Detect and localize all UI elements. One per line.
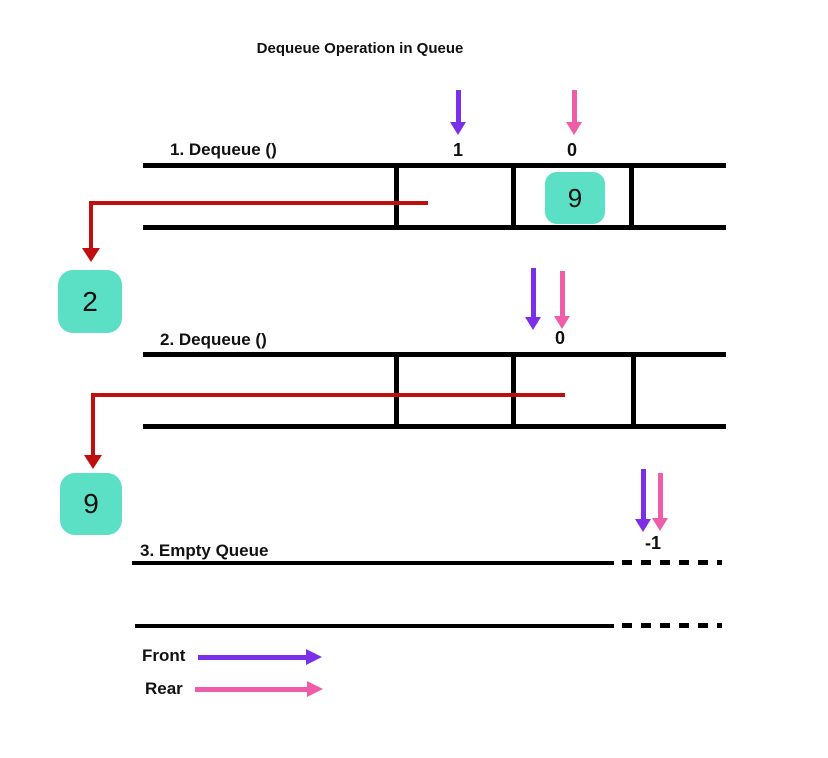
queue2-bottom-line — [143, 424, 726, 429]
legend-front-label: Front — [142, 646, 186, 665]
front-pointer-arrow-down-icon — [635, 469, 651, 532]
queue1-divider — [394, 163, 399, 230]
queue1-top-line — [143, 163, 726, 168]
queue1-divider — [629, 163, 634, 230]
queue2-top-line — [143, 352, 726, 357]
dequeue1-elbow-arrow-icon — [89, 201, 428, 205]
queue2-divider — [394, 352, 399, 429]
queue1-bottom-line — [143, 225, 726, 230]
queue2-divider — [631, 352, 636, 429]
rear-pointer-arrow-down-icon — [566, 90, 582, 135]
empty-queue-top-dashed-line — [622, 560, 722, 565]
diagram-title: Dequeue Operation in Queue — [256, 40, 464, 57]
queue1-divider — [511, 163, 516, 230]
empty-queue-bottom-line — [135, 624, 614, 628]
dequeued-value-chip: 9 — [60, 473, 122, 535]
rear-pointer-arrow-down-icon — [554, 271, 570, 329]
dequeue2-elbow-arrow-icon — [91, 393, 565, 397]
rear-legend-arrow-right-icon — [195, 681, 323, 697]
dequeue1-arrowhead-icon — [82, 248, 100, 262]
front-rear-index-label: 0 — [554, 328, 565, 348]
empty-queue-bottom-dashed-line — [622, 623, 722, 628]
queue2-divider — [511, 352, 516, 429]
front-pointer-arrow-down-icon — [525, 268, 541, 330]
step2-label: 2. Dequeue () — [160, 330, 267, 349]
queue1-cell-value: 9 — [545, 172, 605, 224]
rear-index-label: 0 — [566, 140, 577, 160]
dequeued-value-chip: 2 — [58, 270, 122, 333]
front-legend-arrow-right-icon — [198, 649, 322, 665]
rear-pointer-arrow-down-icon — [652, 473, 668, 531]
step1-label: 1. Dequeue () — [170, 140, 277, 159]
dequeue1-elbow-arrow-icon — [89, 201, 93, 248]
legend-rear-label: Rear — [145, 679, 183, 698]
front-rear-index-label: -1 — [644, 533, 661, 553]
dequeue2-elbow-arrow-icon — [91, 393, 95, 455]
front-index-label: 1 — [452, 140, 463, 160]
empty-queue-top-line — [132, 561, 614, 565]
step3-label: 3. Empty Queue — [140, 541, 269, 560]
front-pointer-arrow-down-icon — [450, 90, 466, 135]
dequeue2-arrowhead-icon — [84, 455, 102, 469]
